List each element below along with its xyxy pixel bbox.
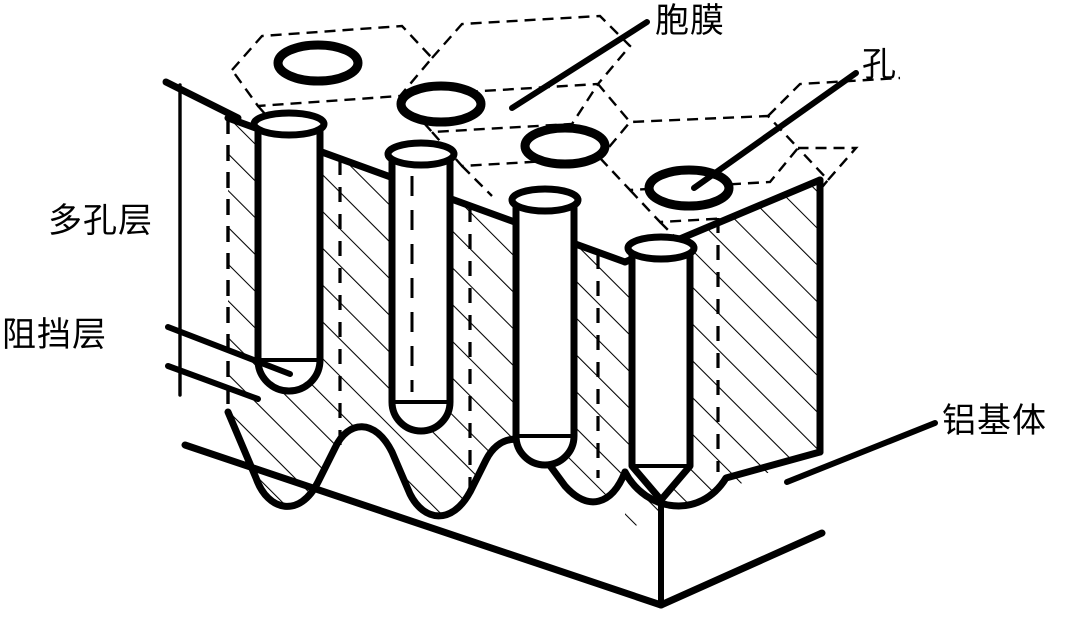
leader-aluminum-substrate xyxy=(784,420,938,485)
leader-lines xyxy=(165,19,938,485)
pore-channel-4 xyxy=(624,233,698,605)
leader-cell-membrane xyxy=(509,19,650,111)
label-cell-membrane: 胞膜 xyxy=(655,1,725,41)
pore-channel-1 xyxy=(250,109,328,395)
leader-barrier-1 xyxy=(165,324,293,377)
dimension-top-tick xyxy=(162,78,242,122)
top-pore-3 xyxy=(520,123,610,169)
label-porous-layer: 多孔层 xyxy=(48,201,153,241)
pore-channel-2 xyxy=(384,139,458,435)
top-pore-2 xyxy=(396,81,486,127)
top-surface-pores xyxy=(273,40,734,211)
substrate-baselines xyxy=(181,441,826,609)
label-pore: 孔 xyxy=(862,45,897,85)
top-pore-1 xyxy=(273,40,363,86)
cell-boundary-hidden-lines xyxy=(338,160,720,498)
leader-pore xyxy=(691,70,859,191)
label-barrier-layer: 阻挡层 xyxy=(2,315,107,355)
label-aluminum-substrate: 铝基体 xyxy=(942,401,1047,441)
leader-barrier-2 xyxy=(165,363,261,402)
pore-channel-3 xyxy=(508,185,582,469)
top-pore-4 xyxy=(644,165,734,211)
